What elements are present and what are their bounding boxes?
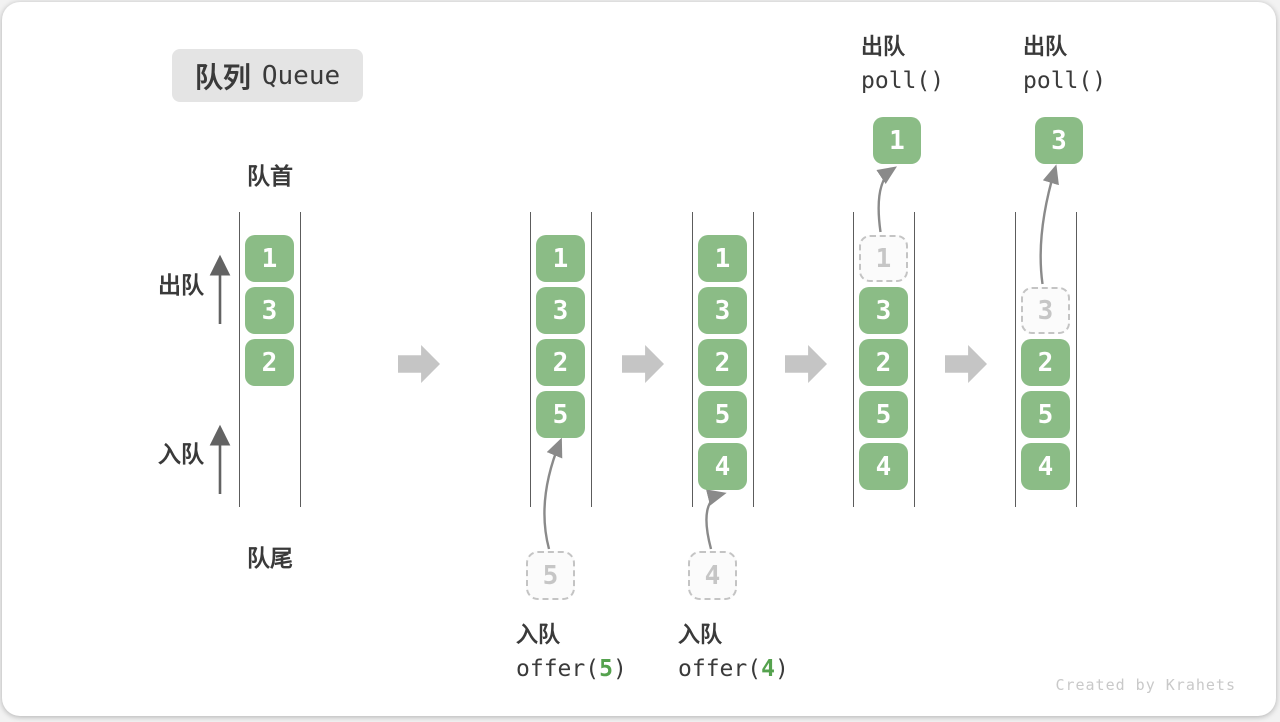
queue-item: 3 [536, 287, 585, 334]
title-box: 队列 Queue [172, 49, 363, 102]
queue-item: 5 [536, 391, 585, 438]
queue-item: 1 [698, 235, 747, 282]
dequeued-item: 3 [1035, 117, 1083, 164]
dequeue-caption: 出队 poll() [1023, 30, 1106, 98]
next-state-arrow-icon [398, 345, 440, 383]
enqueue-caption: 入队 offer(4) [678, 617, 789, 687]
next-state-arrow-icon [945, 345, 987, 383]
enqueue-caption-code: offer(5) [516, 656, 627, 682]
queue-channel-3 [692, 212, 754, 507]
dequeue-caption-code: poll() [1023, 68, 1107, 94]
dequeue-caption-label: 出队 [1023, 34, 1068, 59]
enqueue-caption: 入队 offer(5) [516, 617, 627, 687]
queue-item: 2 [698, 339, 747, 386]
dequeue-caption-code: poll() [861, 68, 945, 94]
dequeue-caption: 出队 poll() [861, 30, 944, 98]
queue-item-ghost: 3 [1021, 287, 1070, 334]
queue-channel-1 [239, 212, 301, 507]
incoming-item: 4 [688, 551, 737, 600]
queue-item: 4 [698, 443, 747, 490]
enqueue-direction-label: 入队 [158, 441, 204, 467]
title-chinese: 队列 [194, 61, 251, 93]
queue-rear-label: 队尾 [247, 545, 293, 571]
dequeue-direction-label: 出队 [158, 272, 204, 298]
queue-channel-5 [1015, 212, 1077, 507]
title-english: Queue [261, 60, 341, 91]
enqueue-caption-label: 入队 [516, 622, 561, 647]
queue-item: 1 [245, 235, 294, 282]
enqueue-caption-code: offer(4) [678, 656, 789, 682]
queue-channel-2 [530, 212, 592, 507]
dequeued-item: 1 [873, 117, 921, 164]
next-state-arrow-icon [622, 345, 664, 383]
queue-item: 5 [859, 391, 908, 438]
queue-item: 1 [536, 235, 585, 282]
queue-item: 2 [245, 339, 294, 386]
watermark-credit: Created by Krahets [1055, 676, 1236, 694]
enqueue-caption-label: 入队 [678, 622, 723, 647]
queue-item: 5 [1021, 391, 1070, 438]
dequeue-caption-label: 出队 [861, 34, 906, 59]
queue-item: 3 [698, 287, 747, 334]
queue-front-label: 队首 [247, 163, 293, 189]
next-state-arrow-icon [785, 345, 827, 383]
queue-channel-4 [853, 212, 915, 507]
queue-item: 4 [1021, 443, 1070, 490]
queue-item: 3 [245, 287, 294, 334]
queue-item: 2 [536, 339, 585, 386]
queue-item: 3 [859, 287, 908, 334]
queue-item: 2 [1021, 339, 1070, 386]
incoming-item: 5 [526, 551, 575, 600]
queue-item: 5 [698, 391, 747, 438]
queue-item: 4 [859, 443, 908, 490]
queue-item-ghost: 1 [859, 235, 908, 282]
queue-item: 2 [859, 339, 908, 386]
